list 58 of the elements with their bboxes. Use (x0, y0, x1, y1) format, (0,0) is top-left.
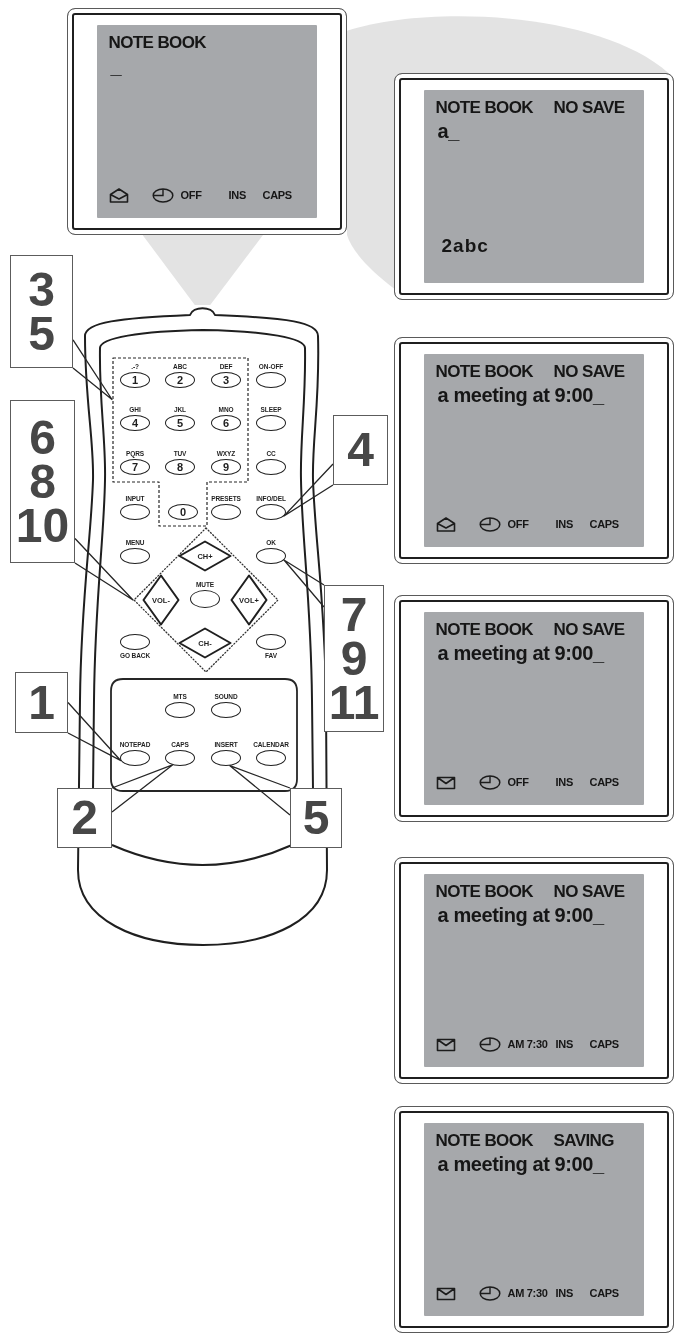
screen-title: NOTE BOOK (435, 1132, 534, 1149)
leader-line (67, 701, 122, 762)
screen-title: NOTE BOOK (435, 883, 534, 900)
status-indicator: OFF (507, 519, 529, 530)
screen-title: NOTE BOOK (435, 363, 534, 380)
status-indicator: CAPS (589, 1288, 619, 1299)
status-indicator: CAPS (262, 190, 292, 201)
callout-number: 7 9 11 (324, 585, 384, 732)
leader-line (229, 765, 291, 816)
lcd-screen (394, 73, 674, 300)
save-status: NO SAVE (553, 621, 625, 638)
light-beam (142, 235, 263, 305)
lcd-screen (394, 857, 674, 1084)
remote-control (75, 305, 330, 948)
screen-title: NOTE BOOK (108, 34, 207, 51)
save-status: SAVING (553, 1132, 614, 1149)
callout-number: 6 8 10 (10, 400, 75, 563)
save-status: NO SAVE (553, 883, 625, 900)
callout-number: 4 (333, 415, 388, 485)
leader-line (283, 463, 334, 517)
save-status: NO SAVE (553, 363, 625, 380)
status-indicator: INS (555, 1039, 573, 1050)
status-indicator: INS (555, 519, 573, 530)
button-panel (110, 678, 298, 792)
transition-band (347, 16, 669, 289)
callout-number: 2 (57, 788, 112, 848)
status-indicator: INS (555, 777, 573, 788)
note-text: _ (110, 56, 122, 76)
status-indicator: CAPS (589, 777, 619, 788)
note-text: a meeting at 9:00_ (437, 905, 604, 925)
callout-number: 1 (15, 672, 68, 733)
leader-line (111, 764, 174, 813)
leader-line (74, 537, 134, 601)
lcd-screen (394, 595, 674, 822)
status-indicator: CAPS (589, 1039, 619, 1050)
lcd-screen (394, 337, 674, 564)
note-text: a meeting at 9:00_ (437, 643, 604, 663)
status-indicator: INS (228, 190, 246, 201)
status-indicator: AM 7:30 (507, 1288, 548, 1299)
leader-line (283, 559, 325, 608)
lcd-screen (394, 1106, 674, 1333)
callout-number: 5 (290, 788, 342, 848)
screen-title: NOTE BOOK (435, 621, 534, 638)
callout-number: 3 5 (10, 255, 73, 368)
status-indicator: OFF (180, 190, 202, 201)
remote-key (251, 740, 291, 766)
leader-line (72, 339, 113, 401)
save-status: NO SAVE (553, 99, 625, 116)
note-text: a_ (437, 121, 459, 141)
status-indicator: CAPS (589, 519, 619, 530)
lcd-screen (67, 8, 347, 235)
key-letters: 2abc (441, 236, 489, 255)
screen-title: NOTE BOOK (435, 99, 534, 116)
status-indicator: AM 7:30 (507, 1039, 548, 1050)
note-text: a meeting at 9:00_ (437, 385, 604, 405)
status-indicator: OFF (507, 777, 529, 788)
note-text: a meeting at 9:00_ (437, 1154, 604, 1174)
status-indicator: INS (555, 1288, 573, 1299)
